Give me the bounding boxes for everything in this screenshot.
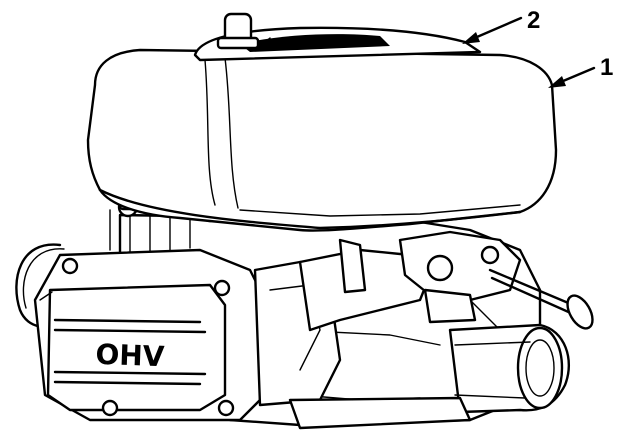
cover-bolt-tr-icon — [213, 279, 231, 297]
cover-bolt-tl-icon — [61, 257, 79, 275]
ohv-label: OHV — [95, 338, 165, 373]
throttle-knob-icon — [566, 294, 594, 330]
callout-1-label: 1 — [600, 54, 613, 81]
cover-bolt-br-icon — [217, 399, 235, 417]
cover-bolt-bl-icon — [101, 399, 119, 417]
blower-housing — [86, 48, 558, 232]
callout-1: 1 — [548, 54, 613, 88]
callout-2: 2 — [462, 7, 540, 44]
callout-2-label: 2 — [527, 7, 540, 34]
